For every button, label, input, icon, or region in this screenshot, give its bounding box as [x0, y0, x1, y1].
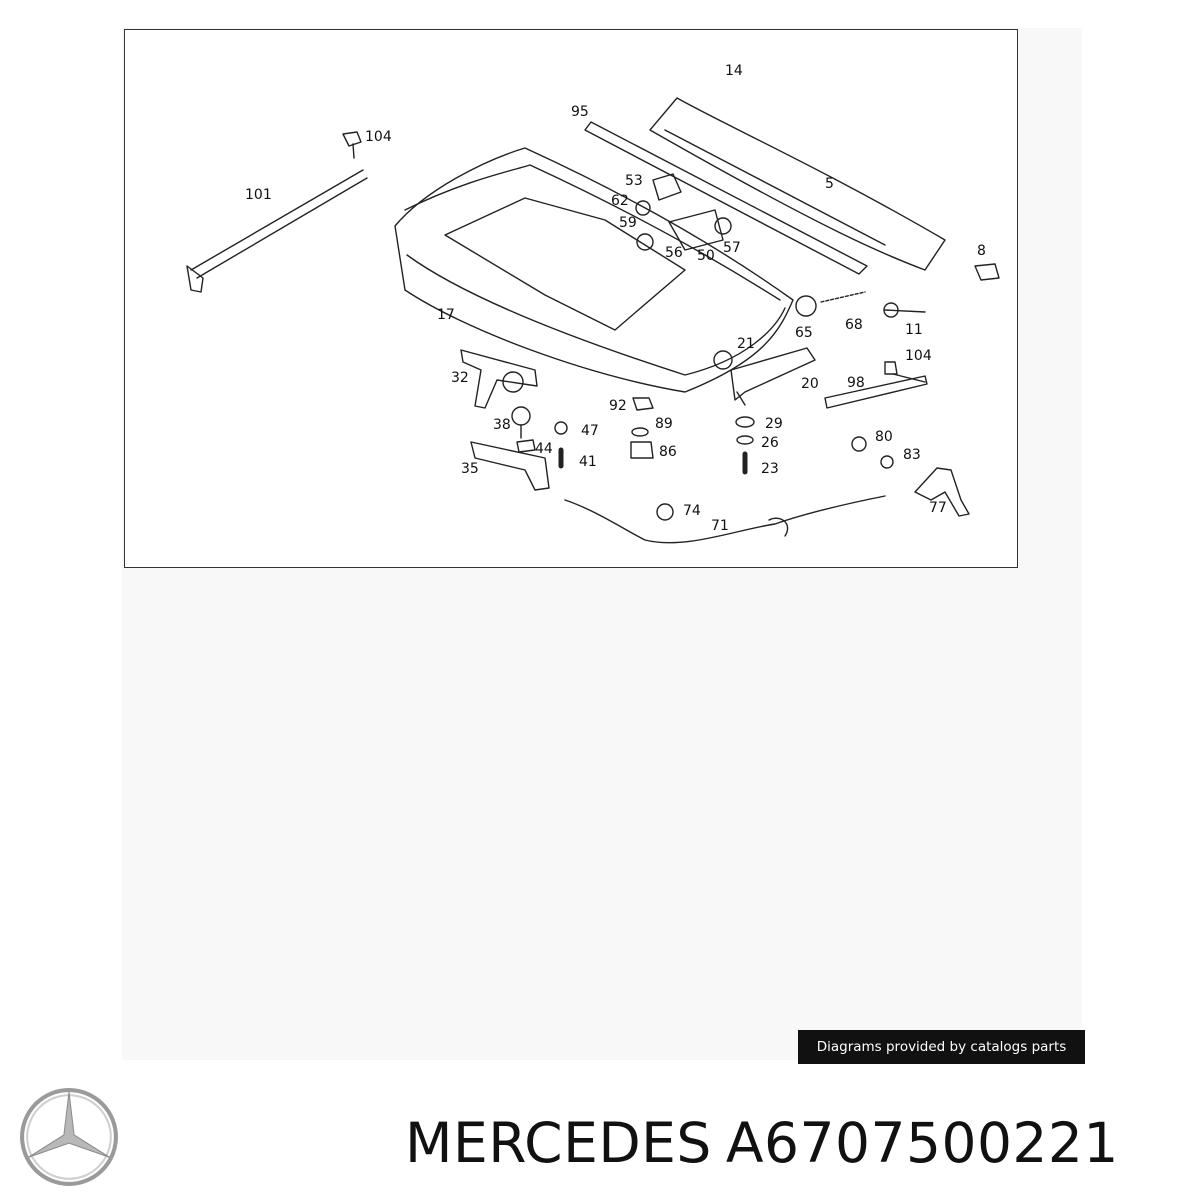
- diagram-credit-badge: Diagrams provided by catalogs parts: [798, 1030, 1085, 1064]
- callout-71: 71: [711, 518, 729, 534]
- callout-92: 92: [609, 398, 627, 414]
- callout-86: 86: [659, 444, 677, 460]
- callout-83: 83: [903, 447, 921, 463]
- callout-26: 26: [761, 435, 779, 451]
- latch-35: [470, 441, 550, 491]
- callout-47: 47: [581, 423, 599, 439]
- callout-23: 23: [761, 461, 779, 477]
- callout-35: 35: [461, 461, 479, 477]
- callout-74: 74: [683, 503, 701, 519]
- callout-59: 59: [619, 215, 637, 231]
- mercedes-star-logo-icon: [20, 1088, 118, 1186]
- trim-panel-5: [649, 97, 946, 271]
- hood-panel-outline: [394, 147, 794, 393]
- callout-104: 104: [905, 348, 932, 364]
- callout-11: 11: [905, 322, 923, 338]
- callout-21: 21: [737, 336, 755, 352]
- callout-41: 41: [579, 454, 597, 470]
- callout-17: 17: [437, 307, 455, 323]
- callout-62: 62: [611, 193, 629, 209]
- callout-57: 57: [723, 240, 741, 256]
- callout-95: 95: [571, 104, 589, 120]
- callout-101: 101: [245, 187, 272, 203]
- callout-77: 77: [929, 500, 947, 516]
- hinge-32: [460, 349, 538, 409]
- hood-hinge: [730, 347, 816, 401]
- callout-98: 98: [847, 375, 865, 391]
- callout-20: 20: [801, 376, 819, 392]
- callout-8: 8: [977, 243, 986, 259]
- callout-32: 32: [451, 370, 469, 386]
- callout-5: 5: [825, 176, 834, 192]
- callout-38: 38: [493, 417, 511, 433]
- callout-50: 50: [697, 248, 715, 264]
- part-number: A6707500221: [725, 1111, 1119, 1175]
- callout-14: 14: [725, 63, 743, 79]
- callout-104: 104: [365, 129, 392, 145]
- release-handle: [914, 467, 970, 517]
- hood-inner-panel: [444, 197, 686, 331]
- callout-29: 29: [765, 416, 783, 432]
- callout-53: 53: [625, 173, 643, 189]
- callout-65: 65: [795, 325, 813, 341]
- callout-89: 89: [655, 416, 673, 432]
- release-cable: [564, 495, 886, 544]
- callout-80: 80: [875, 429, 893, 445]
- seal-strip: [584, 121, 868, 275]
- callout-44: 44: [535, 441, 553, 457]
- callout-68: 68: [845, 317, 863, 333]
- callout-56: 56: [665, 245, 683, 261]
- brand-name: MERCEDES: [405, 1111, 712, 1175]
